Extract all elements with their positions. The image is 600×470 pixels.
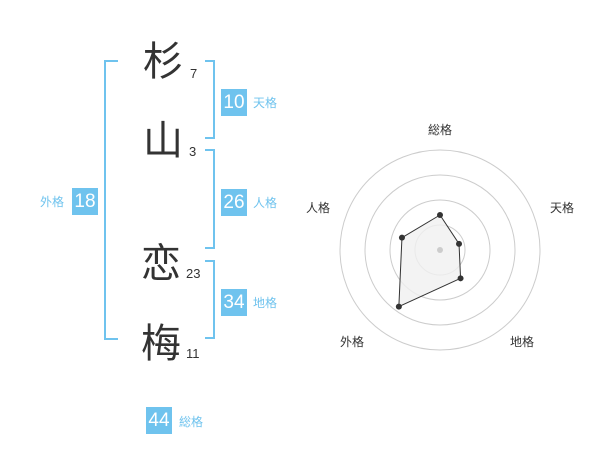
radar-axis-label-tenkaku: 天格 xyxy=(550,201,575,215)
radar-point-1 xyxy=(437,212,443,218)
radar-ring-2 xyxy=(389,199,491,301)
jinkaku-label: 人格 xyxy=(253,196,278,210)
radar-point-5 xyxy=(398,234,405,241)
radar-axis-label-chikaku: 地格 xyxy=(510,335,535,349)
tenkaku-score: 10 xyxy=(221,89,247,116)
gaikaku-label: 外格 xyxy=(40,195,65,209)
gaikaku-bracket xyxy=(104,60,118,340)
radar-axis-label-jinkaku: 人格 xyxy=(306,201,331,215)
radar-ring-3 xyxy=(364,174,516,326)
stroke-count-3: 23 xyxy=(186,266,201,281)
radar-polygon xyxy=(398,214,462,308)
name-char-4: 梅 xyxy=(141,321,181,367)
stroke-count-4: 11 xyxy=(186,346,200,361)
name-char-2: 山 xyxy=(143,118,183,164)
radar-axis-label-gaikaku: 外格 xyxy=(340,335,365,349)
jinkaku-bracket xyxy=(205,149,215,249)
stroke-count-2: 3 xyxy=(189,144,197,159)
tenkaku-label: 天格 xyxy=(253,96,278,110)
radar-axis-label-soukaku: 総格 xyxy=(428,123,453,137)
radar-ring-4 xyxy=(339,149,541,351)
soukaku-label: 総格 xyxy=(179,415,204,429)
gaikaku-score: 18 xyxy=(72,188,98,215)
name-char-1: 杉 xyxy=(143,39,183,85)
chikaku-label: 地格 xyxy=(253,296,278,310)
radar-point-2 xyxy=(456,240,463,247)
soukaku-score: 44 xyxy=(146,407,172,434)
jinkaku-score: 26 xyxy=(221,189,247,216)
radar-point-3 xyxy=(457,275,464,282)
radar-point-4 xyxy=(395,303,402,310)
chikaku-score: 34 xyxy=(221,289,247,316)
stroke-count-1: 7 xyxy=(190,66,198,81)
chikaku-bracket xyxy=(205,260,215,339)
tenkaku-bracket xyxy=(205,60,215,139)
name-char-3: 恋 xyxy=(141,241,181,287)
radar-center-dot xyxy=(437,247,443,253)
